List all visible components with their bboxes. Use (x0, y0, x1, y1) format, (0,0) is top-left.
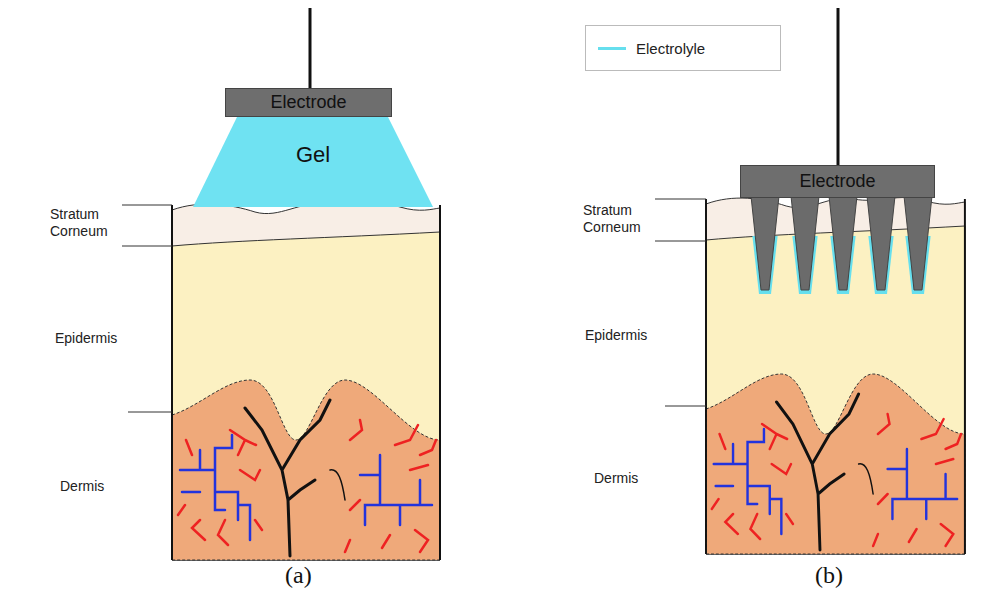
layer-label: Stratum Corneum (583, 202, 655, 236)
gel-region: Gel (193, 117, 433, 207)
layer-label: Stratum Corneum (50, 206, 122, 240)
layer-label: Epidermis (55, 330, 135, 347)
layer-label: Dermis (60, 478, 140, 495)
panel-label: (a) (285, 562, 345, 588)
node-text: Gel (296, 142, 330, 168)
legend-text: Electrolyle (636, 40, 705, 57)
layer-label: Dermis (594, 470, 674, 487)
electrode-box: Electrode (225, 88, 392, 117)
node-text: Electrode (270, 92, 346, 113)
layer-label: Epidermis (585, 327, 665, 344)
legend-swatch (598, 47, 626, 50)
legend-entry: Electrolyle (598, 40, 705, 57)
node-text: Electrode (799, 171, 875, 192)
panel-label: (b) (815, 562, 875, 588)
legend-box: Electrolyle (585, 25, 781, 71)
electrode-box: Electrode (740, 165, 935, 198)
